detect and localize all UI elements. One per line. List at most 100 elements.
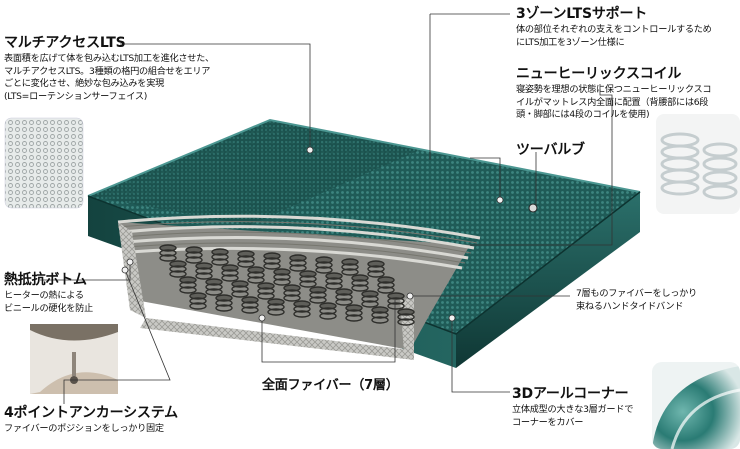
- coil-spring: [267, 298, 285, 306]
- label-heat-bottom: 熱抵抗ボトム ヒーターの熱による ビニールの硬化を防止: [4, 272, 93, 315]
- coil-spring: [283, 294, 301, 302]
- coil-spring: [211, 248, 229, 256]
- coil-spring: [367, 270, 385, 278]
- coil-spring: [345, 309, 363, 317]
- coil-spring: [283, 284, 301, 292]
- coil-spring: [341, 268, 359, 276]
- coil-spring: [335, 298, 353, 306]
- coil-spring: [241, 301, 259, 309]
- coil-spring: [231, 285, 249, 293]
- coil-spring: [397, 308, 415, 316]
- coil-spring: [263, 257, 281, 265]
- coil-spring: [195, 272, 213, 280]
- coil-spring: [267, 303, 285, 311]
- label-band-line: 束ねるハンドタイドバンド: [576, 300, 684, 312]
- coil-spring: [371, 316, 389, 324]
- coil-spring: [319, 302, 337, 310]
- coil-spring: [299, 275, 317, 283]
- valve: [528, 203, 538, 213]
- coil-spring: [367, 265, 385, 273]
- coil-spring: [371, 306, 389, 314]
- coil-spring: [361, 290, 379, 298]
- coil-spring: [195, 267, 213, 275]
- coil-spring: [221, 274, 239, 282]
- coil-spring: [377, 276, 395, 284]
- coil-spring: [377, 286, 395, 294]
- label-new-helix: ニューヒーリックスコイル 寝姿勢を理想の状態に保つニューヒーリックスコ イルがマ…: [516, 66, 712, 122]
- coil-spring: [335, 293, 353, 301]
- label-heat-bottom-line: ビニールの硬化を防止: [4, 302, 93, 314]
- label-anchor: 4ポイントアンカーシステム ファイバーのポジションをしっかり固定: [4, 405, 178, 436]
- coil-spring: [351, 279, 369, 287]
- coil-springs: [159, 244, 415, 326]
- coil-spring: [185, 256, 203, 264]
- coil-spring: [185, 251, 203, 259]
- coil-spring: [159, 249, 177, 257]
- coil-spring: [289, 259, 307, 267]
- coil-spring: [289, 254, 307, 262]
- coil-spring: [341, 263, 359, 271]
- coil-spring: [257, 292, 275, 300]
- coil-spring: [221, 264, 239, 272]
- coil-spring: [319, 307, 337, 315]
- coil-spring: [263, 252, 281, 260]
- coil-spring: [241, 306, 259, 314]
- label-band: 7層ものファイバーをしっかり 束ねるハンドタイドバンド: [576, 286, 697, 313]
- label-full-fiber: 全面ファイバー（7層）: [262, 378, 399, 393]
- label-zone-support-title: 3ゾーンLTSサポート: [516, 6, 648, 22]
- label-two-valve: ツーバルブ: [516, 142, 585, 158]
- corner-photo: [652, 362, 740, 449]
- coil-spring: [309, 286, 327, 294]
- coil-spring: [293, 305, 311, 313]
- coil-spring: [371, 311, 389, 319]
- coil-spring: [179, 276, 197, 284]
- label-new-helix-line: 寝姿勢を理想の状態に保つニューヒーリックスコ: [516, 84, 712, 95]
- coil-spring: [309, 296, 327, 304]
- coil-spring: [195, 262, 213, 270]
- coil-spring: [169, 265, 187, 273]
- coil-spring: [387, 297, 405, 305]
- label-corner-3d-line: 立体成型の大きな3層ガードで: [512, 404, 634, 415]
- label-full-fiber-title: 全面ファイバー（7層）: [262, 378, 399, 393]
- coil-spring: [387, 292, 405, 300]
- coil-spring: [315, 266, 333, 274]
- coil-spring: [299, 280, 317, 288]
- label-corner-3d: 3Dアールコーナー 立体成型の大きな3層ガードで コーナーをカバー: [512, 386, 633, 429]
- coil-spring: [325, 277, 343, 285]
- coil-spring: [241, 296, 259, 304]
- label-heat-bottom-title: 熱抵抗ボトム: [4, 272, 87, 288]
- coil-spring: [179, 281, 197, 289]
- coil-spring: [205, 288, 223, 296]
- label-anchor-title: 4ポイントアンカーシステム: [4, 405, 178, 421]
- coil-spring: [189, 297, 207, 305]
- coil-spring: [179, 286, 197, 294]
- label-anchor-line: ファイバーのポジションをしっかり固定: [4, 423, 164, 434]
- coil-spring: [211, 258, 229, 266]
- mattress-zone-head: [88, 120, 420, 225]
- coil-spring: [237, 260, 255, 268]
- coil-spring: [273, 278, 291, 286]
- coil-spring: [237, 255, 255, 263]
- coil-spring: [387, 302, 405, 310]
- coil-spring: [299, 270, 317, 278]
- coil-spring: [289, 264, 307, 272]
- coil-spring: [159, 254, 177, 262]
- coil-spring: [345, 304, 363, 312]
- mattress-right-side: [456, 192, 640, 368]
- coil-spring: [189, 302, 207, 310]
- label-corner-3d-line: コーナーをカバー: [512, 416, 584, 428]
- coil-spring: [205, 278, 223, 286]
- fiber-wall-bottom: [140, 318, 414, 360]
- coil-spring: [169, 260, 187, 268]
- coil-spring: [319, 312, 337, 320]
- label-new-helix-line: 頭・脚部には4段のコイルを使用): [516, 109, 650, 120]
- coil-spring: [263, 262, 281, 270]
- coil-spring: [325, 272, 343, 280]
- coil-spring: [169, 270, 187, 278]
- coil-spring: [325, 282, 343, 290]
- coil-spring: [247, 266, 265, 274]
- label-two-valve-title: ツーバルブ: [516, 142, 585, 158]
- label-heat-bottom-line: ヒーターの熱による: [4, 290, 84, 301]
- coil-spring: [211, 253, 229, 261]
